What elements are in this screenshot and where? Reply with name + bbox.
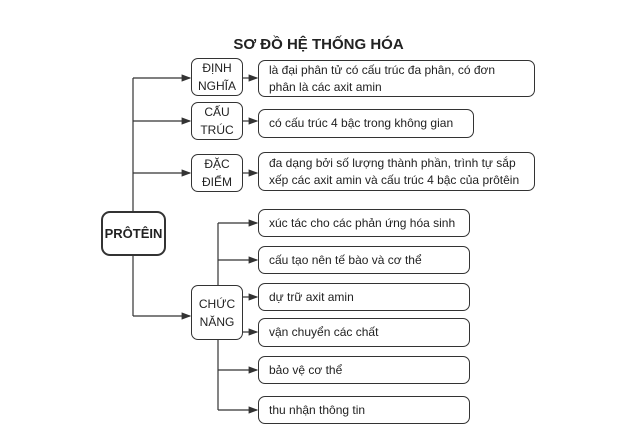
category-line: ĐIỂM <box>202 175 232 189</box>
category-dinh-nghia: ĐỊNH NGHĨA <box>191 58 243 96</box>
category-dac-diem: ĐẶC ĐIỂM <box>191 154 243 192</box>
detail-dinh-nghia: là đại phân tử có cấu trúc đa phân, có đ… <box>258 60 535 97</box>
category-cau-truc: CẤU TRÚC <box>191 102 243 140</box>
diagram-title: SƠ ĐỒ HỆ THỐNG HÓA <box>233 36 404 53</box>
category-line: ĐỊNH <box>202 61 232 75</box>
function-item: cấu tạo nên tế bào và cơ thể <box>258 246 470 274</box>
category-line: TRÚC <box>200 123 234 137</box>
category-line: CẤU <box>204 105 230 119</box>
category-line: ĐẶC <box>204 157 230 171</box>
function-item: vận chuyển các chất <box>258 318 470 347</box>
function-item: thu nhận thông tin <box>258 396 470 424</box>
function-item: bảo vệ cơ thể <box>258 356 470 384</box>
function-item: xúc tác cho các phản ứng hóa sinh <box>258 209 470 237</box>
detail-dac-diem: đa dạng bởi số lượng thành phần, trình t… <box>258 152 535 191</box>
function-item: dự trữ axit amin <box>258 283 470 311</box>
category-chuc-nang: CHỨC NĂNG <box>191 285 243 340</box>
category-line: NGHĨA <box>197 79 236 93</box>
category-line: NĂNG <box>199 314 235 329</box>
root-node-protein: PRÔTÊIN <box>101 211 166 256</box>
detail-cau-truc: có cấu trúc 4 bậc trong không gian <box>258 109 474 138</box>
category-line: CHỨC <box>198 296 236 311</box>
